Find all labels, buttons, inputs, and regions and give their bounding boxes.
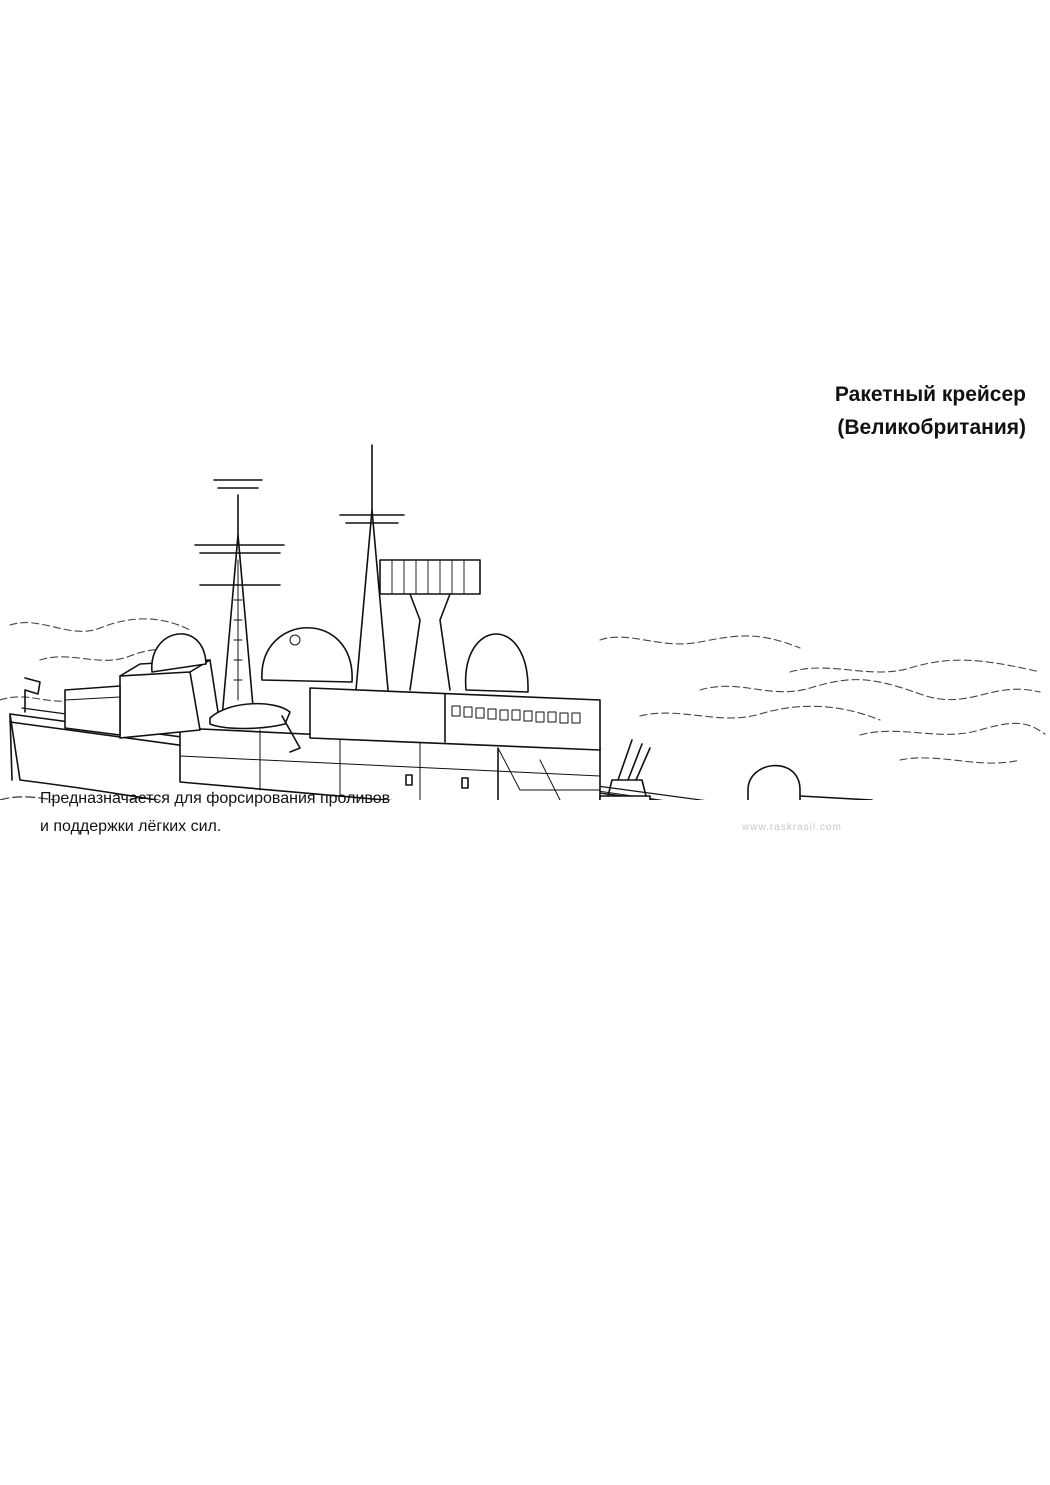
title-line-1: Ракетный крейсер: [834, 383, 1026, 406]
missile-launcher: [599, 739, 651, 800]
gun-turret: [747, 764, 873, 800]
description-caption: Предназначается для форсирования проливо…: [40, 785, 390, 841]
caption-line-2: и поддержки лёгких сил.: [40, 818, 222, 835]
center-radome: [261, 626, 353, 683]
page-title: Ракетный крейсер (Великобритания): [626, 378, 1026, 444]
bridge: [309, 687, 601, 751]
fore-mast: [339, 444, 481, 691]
bridge-windows: [451, 705, 581, 724]
ensign: [24, 677, 41, 713]
ship-illustration: 075: [0, 444, 1046, 800]
aft-radome: [151, 633, 207, 673]
ships-boat: [209, 702, 291, 730]
aft-deckhouse: [64, 685, 121, 736]
main-mast: [194, 479, 285, 719]
watermark-text: www.raskrasil.com: [742, 822, 842, 833]
aft-block: [119, 671, 201, 739]
title-line-2: (Великобритания): [837, 416, 1026, 439]
caption-line-1: Предназначается для форсирования проливо…: [40, 790, 391, 807]
sea-waves-back: [0, 618, 1046, 764]
fore-radome: [464, 633, 529, 693]
